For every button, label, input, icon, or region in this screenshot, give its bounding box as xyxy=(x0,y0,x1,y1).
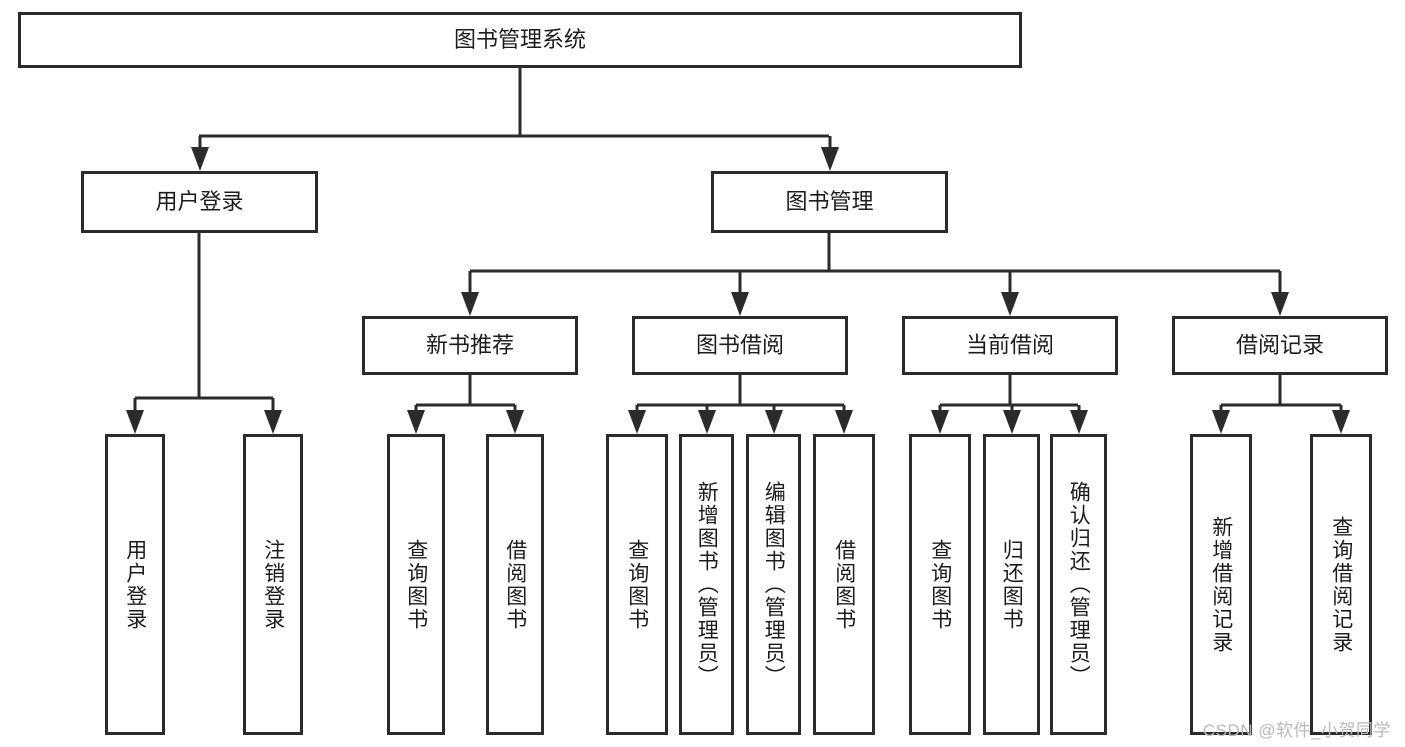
node-book-borrow[interactable] xyxy=(632,316,848,375)
node-leaf-borrow-book-2[interactable] xyxy=(813,434,875,735)
node-leaf-return-book[interactable] xyxy=(983,434,1040,735)
node-boxes xyxy=(18,12,1388,735)
node-leaf-edit-book[interactable] xyxy=(746,434,801,735)
connector-bus-current-borrow xyxy=(940,375,1078,407)
node-borrow-record[interactable] xyxy=(1172,316,1388,375)
node-leaf-user-logout[interactable] xyxy=(243,434,303,735)
node-leaf-query-book-1[interactable] xyxy=(387,434,445,735)
arrow-icon xyxy=(1332,405,1350,434)
node-current-borrow[interactable] xyxy=(902,316,1118,375)
arrow-icon xyxy=(1271,271,1289,316)
node-label-user-login: 用户登录 xyxy=(155,189,243,214)
arrow-icon xyxy=(731,271,749,316)
arrow-icon xyxy=(264,398,282,434)
arrow-icon xyxy=(821,136,839,171)
arrow-icon xyxy=(506,405,524,434)
arrow-icon xyxy=(698,405,716,434)
connector-lines xyxy=(126,68,1350,434)
arrow-icon xyxy=(1212,405,1230,434)
connector-bus-book-manage xyxy=(470,233,1280,273)
node-leaf-user-login[interactable] xyxy=(105,434,165,735)
node-label-new-book-rec: 新书推荐 xyxy=(426,332,514,357)
connector-bus-root xyxy=(199,68,829,138)
node-leaf-confirm-return[interactable] xyxy=(1050,434,1107,735)
node-leaf-add-book[interactable] xyxy=(679,434,734,735)
node-leaf-query-record[interactable] xyxy=(1310,434,1372,735)
node-user-login[interactable] xyxy=(81,171,318,233)
node-label-book-manage: 图书管理 xyxy=(785,189,873,214)
connector-bus-book-borrow xyxy=(637,375,844,407)
node-book-manage[interactable] xyxy=(711,171,948,233)
node-label-book-borrow: 图书借阅 xyxy=(696,332,784,357)
node-leaf-query-book-3[interactable] xyxy=(909,434,971,735)
arrow-icon xyxy=(1001,271,1019,316)
node-leaf-add-record[interactable] xyxy=(1190,434,1252,735)
arrow-icon xyxy=(407,405,425,434)
node-root[interactable] xyxy=(18,12,1022,68)
node-label-root: 图书管理系统 xyxy=(454,27,586,52)
connector-bus-user-login xyxy=(135,233,273,400)
node-leaf-query-book-2[interactable] xyxy=(606,434,668,735)
arrow-icon xyxy=(931,405,949,434)
connector-bus-new-book-rec xyxy=(416,375,515,407)
connector-bus-borrow-record xyxy=(1221,375,1341,407)
node-new-book-rec[interactable] xyxy=(362,316,578,375)
arrow-icon xyxy=(765,405,783,434)
arrow-icon xyxy=(1070,405,1088,434)
csdn-watermark: CSDN @软件_小贺同学 xyxy=(1202,721,1391,740)
arrow-icon xyxy=(1003,405,1021,434)
arrow-icon xyxy=(461,271,479,316)
arrow-icon xyxy=(628,405,646,434)
arrow-icon xyxy=(191,136,209,171)
node-label-borrow-record: 借阅记录 xyxy=(1236,332,1324,357)
arrow-icon xyxy=(126,398,144,434)
node-leaf-borrow-book-1[interactable] xyxy=(486,434,544,735)
node-label-current-borrow: 当前借阅 xyxy=(966,332,1054,357)
arrow-icon xyxy=(835,405,853,434)
